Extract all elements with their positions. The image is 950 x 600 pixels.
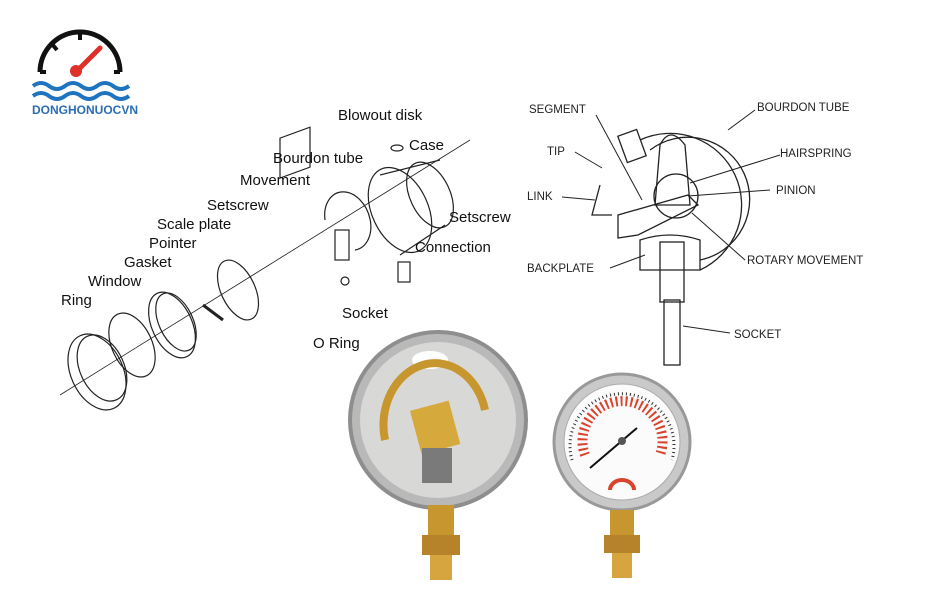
- label-backplate: BACKPLATE: [527, 263, 594, 275]
- label-gasket: Gasket: [124, 254, 172, 271]
- label-segment: SEGMENT: [529, 104, 586, 116]
- label-movement: Movement: [240, 172, 311, 189]
- label-bourdon-tube-mech: BOURDON TUBE: [757, 102, 850, 114]
- label-scale-plate: Scale plate: [157, 216, 231, 233]
- pressure-gauge-photo: [552, 372, 692, 578]
- logo-text: DONGHONUOCVN: [32, 103, 138, 117]
- exploded-view-labels: Blowout disk Case Bourdon tube Movement …: [61, 107, 511, 352]
- label-pinion: PINION: [776, 185, 816, 197]
- label-socket-mech: SOCKET: [734, 329, 781, 341]
- label-tip: TIP: [547, 146, 565, 158]
- label-rotary-movement: ROTARY MOVEMENT: [747, 255, 863, 267]
- label-bourdon-tube: Bourdon tube: [273, 150, 363, 167]
- label-connection: Connection: [415, 239, 491, 256]
- label-case: Case: [409, 137, 444, 154]
- label-hairspring: HAIRSPRING: [780, 148, 852, 160]
- open-gauge-photo: [348, 330, 528, 580]
- logo-wave-icon: [31, 81, 131, 91]
- label-ring: Ring: [61, 292, 92, 309]
- label-link: LINK: [527, 191, 553, 203]
- mechanism-drawing: [591, 128, 751, 366]
- label-o-ring: O Ring: [313, 335, 360, 352]
- logo: DONGHONUOCVN: [31, 29, 138, 117]
- label-setscrew-left: Setscrew: [207, 197, 269, 214]
- mechanism-labels: SEGMENT BOURDON TUBE TIP HAIRSPRING LINK…: [527, 102, 863, 341]
- label-pointer: Pointer: [149, 235, 197, 252]
- label-window: Window: [88, 273, 142, 290]
- label-socket: Socket: [342, 305, 389, 322]
- logo-needle-icon: [75, 45, 103, 73]
- mechanism-arrows: [561, 109, 781, 334]
- exploded-view-drawing: [59, 126, 471, 411]
- label-blowout-disk: Blowout disk: [338, 107, 423, 124]
- label-setscrew-right: Setscrew: [449, 209, 511, 226]
